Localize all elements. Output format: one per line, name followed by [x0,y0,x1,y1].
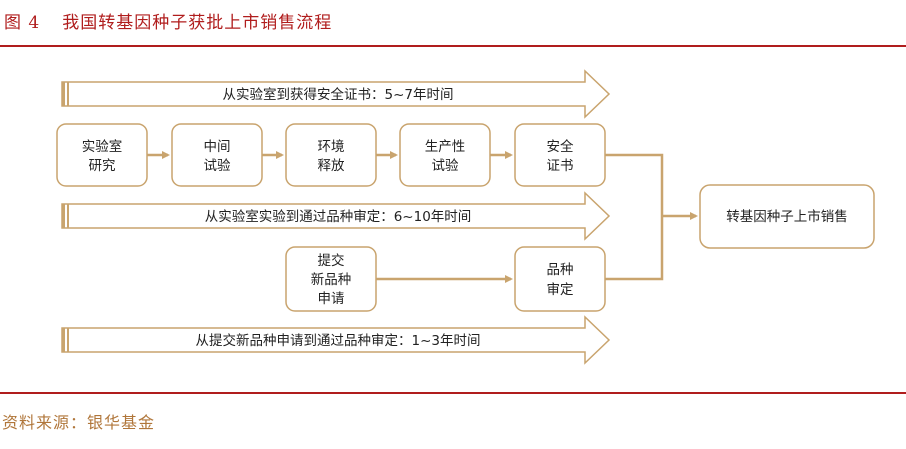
application-line-2: 新品种 [311,272,352,288]
approval-line-2: 审定 [547,282,574,298]
step-2-line-1: 中间 [204,139,231,155]
band-3-label: 从提交新品种申请到通过品种审定：1~3年时间 [196,332,481,349]
step-1-line-2: 研究 [89,158,116,174]
approval-line-1: 品种 [547,262,574,278]
step-2-line-2: 试验 [204,158,231,174]
step-3-line-1: 环境 [318,139,345,155]
band-2-label: 从实验室实验到通过品种审定：6~10年时间 [205,208,472,225]
step-lab-research: 实验室 研究 [56,123,148,187]
step-variety-application: 提交 新品种 申请 [285,246,377,312]
figure-number: 图 4 [4,13,41,33]
step-3-line-2: 释放 [318,158,345,174]
step-variety-approval: 品种 审定 [514,246,606,312]
flow-connectors [147,151,698,283]
figure-title-text: 我国转基因种子获批上市销售流程 [62,13,333,33]
source-note: 资料来源：银华基金 [2,413,156,432]
timeline-band-2: 从实验室实验到通过品种审定：6~10年时间 [61,191,611,241]
step-production-trial: 生产性 试验 [399,123,491,187]
step-5-line-1: 安全 [547,138,575,155]
final-label: 转基因种子上市销售 [726,208,848,225]
bottom-rule [0,392,906,394]
step-4-line-2: 试验 [432,158,459,174]
final-market-sale: 转基因种子上市销售 [699,184,875,249]
step-4-line-1: 生产性 [425,139,466,155]
top-rule [0,45,906,47]
step-5-line-2: 证书 [547,158,574,174]
step-safety-certificate: 安全 证书 [514,123,606,187]
application-line-3: 申请 [318,291,345,307]
step-intermediate-trial: 中间 试验 [171,123,263,187]
band-1-label: 从实验室到获得安全证书：5~7年时间 [223,86,454,103]
timeline-band-1: 从实验室到获得安全证书：5~7年时间 [61,69,611,119]
figure-title: 图 4 我国转基因种子获批上市销售流程 [4,8,332,33]
application-line-1: 提交 [318,252,345,269]
step-environmental-release: 环境 释放 [285,123,377,187]
figure-header: 图 4 我国转基因种子获批上市销售流程 [0,0,906,46]
step-1-line-1: 实验室 [82,138,123,155]
timeline-band-3: 从提交新品种申请到通过品种审定：1~3年时间 [61,315,611,365]
connector-merge [605,153,664,281]
